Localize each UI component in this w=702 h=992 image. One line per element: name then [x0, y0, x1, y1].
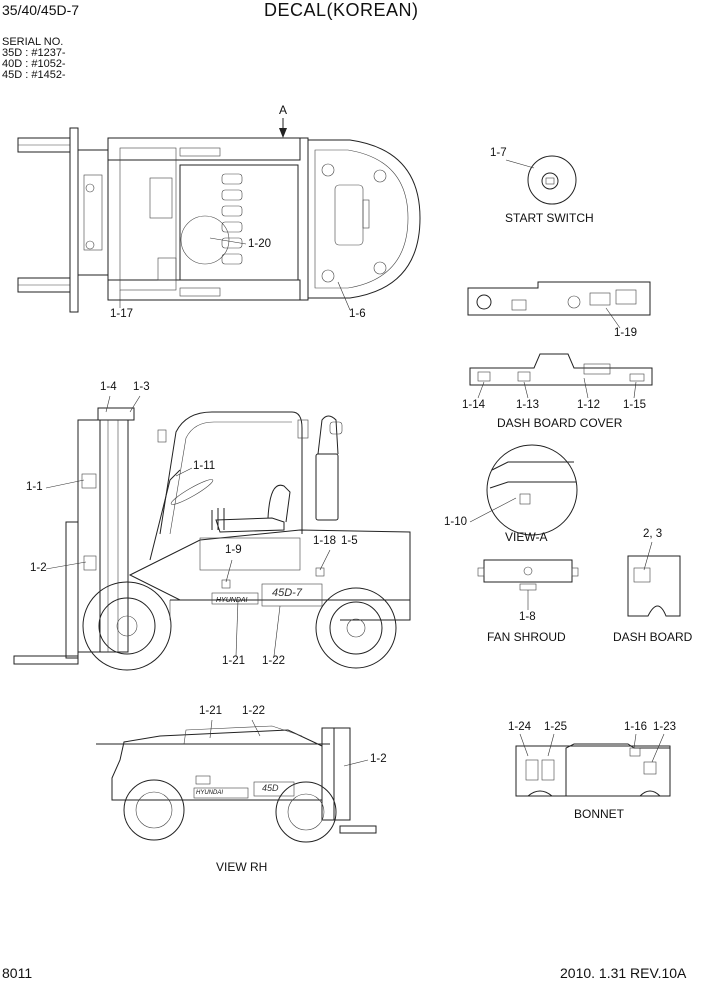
part-label-1-3: 1-3: [133, 381, 150, 393]
fan-shroud-caption: FAN SHROUD: [487, 630, 566, 644]
part-label-1-22-rh: 1-22: [242, 705, 266, 717]
side-view: [13, 395, 411, 671]
dash-board-view: [627, 541, 681, 617]
page-title: DECAL(KOREAN): [264, 0, 419, 20]
part-label-1-18: 1-18: [313, 535, 337, 547]
decal-model-side: 45D-7: [272, 587, 302, 599]
part-label-1-2-rh: 1-2: [370, 753, 387, 765]
serial-35d: 35D : #1237-: [2, 47, 66, 59]
view-rh: [96, 719, 377, 843]
decal-brand-side: HYUNDAI: [216, 597, 248, 604]
part-label-1-12: 1-12: [577, 399, 601, 411]
panel-1-19-view: [467, 281, 651, 329]
part-label-1-13: 1-13: [516, 399, 540, 411]
part-label-1-24: 1-24: [508, 721, 532, 733]
part-label-1-17: 1-17: [110, 308, 134, 320]
bonnet-view: [515, 733, 671, 797]
part-label-1-1: 1-1: [26, 481, 43, 493]
decal-brand-rh: HYUNDAI: [196, 790, 224, 796]
view-rh-caption: VIEW RH: [216, 860, 268, 874]
dash-board-cover-view: [469, 353, 653, 399]
decal-model-rh: 45D: [262, 783, 279, 793]
dash-board-caption: DASH BOARD: [613, 630, 693, 644]
part-label-1-15: 1-15: [623, 399, 647, 411]
fan-shroud-view: [477, 559, 579, 610]
serial-45d: 45D : #1452-: [2, 69, 66, 81]
part-label-2-3: 2, 3: [643, 528, 663, 540]
start-switch-view: [505, 155, 577, 205]
part-label-1-21-rh: 1-21: [199, 705, 223, 717]
revision-date: 2010. 1.31 REV.10A: [560, 965, 687, 981]
bonnet-caption: BONNET: [574, 807, 625, 821]
part-label-1-2: 1-2: [30, 562, 47, 574]
part-label-1-10: 1-10: [444, 516, 468, 528]
part-label-1-8: 1-8: [519, 611, 536, 623]
top-view: [17, 118, 421, 313]
part-label-1-4: 1-4: [100, 381, 117, 393]
part-label-1-5: 1-5: [341, 535, 358, 547]
serial-heading: SERIAL NO.: [2, 36, 64, 48]
part-label-1-6: 1-6: [349, 308, 366, 320]
part-label-1-23: 1-23: [653, 721, 677, 733]
serial-40d: 40D : #1052-: [2, 58, 66, 70]
part-label-1-11: 1-11: [193, 460, 216, 472]
part-label-1-9: 1-9: [225, 544, 242, 556]
model-number: 35/40/45D-7: [2, 2, 80, 18]
part-label-1-25: 1-25: [544, 721, 568, 733]
serial-block: SERIAL NO. 35D : #1237- 40D : #1052- 45D…: [2, 37, 66, 81]
start-switch-caption: START SWITCH: [505, 211, 594, 225]
part-label-1-22: 1-22: [262, 655, 286, 667]
part-label-1-20: 1-20: [248, 238, 272, 250]
part-label-1-19: 1-19: [614, 327, 638, 339]
page-number: 8011: [2, 965, 33, 981]
view-a-detail: [469, 444, 578, 536]
part-label-1-14: 1-14: [462, 399, 486, 411]
part-label-1-16: 1-16: [624, 721, 648, 733]
dash-board-cover-caption: DASH BOARD COVER: [497, 416, 623, 430]
part-label-1-21: 1-21: [222, 655, 246, 667]
view-a-arrow-label: A: [279, 103, 288, 117]
part-label-1-7: 1-7: [490, 147, 507, 159]
view-a-caption: VIEW-A: [505, 530, 548, 544]
